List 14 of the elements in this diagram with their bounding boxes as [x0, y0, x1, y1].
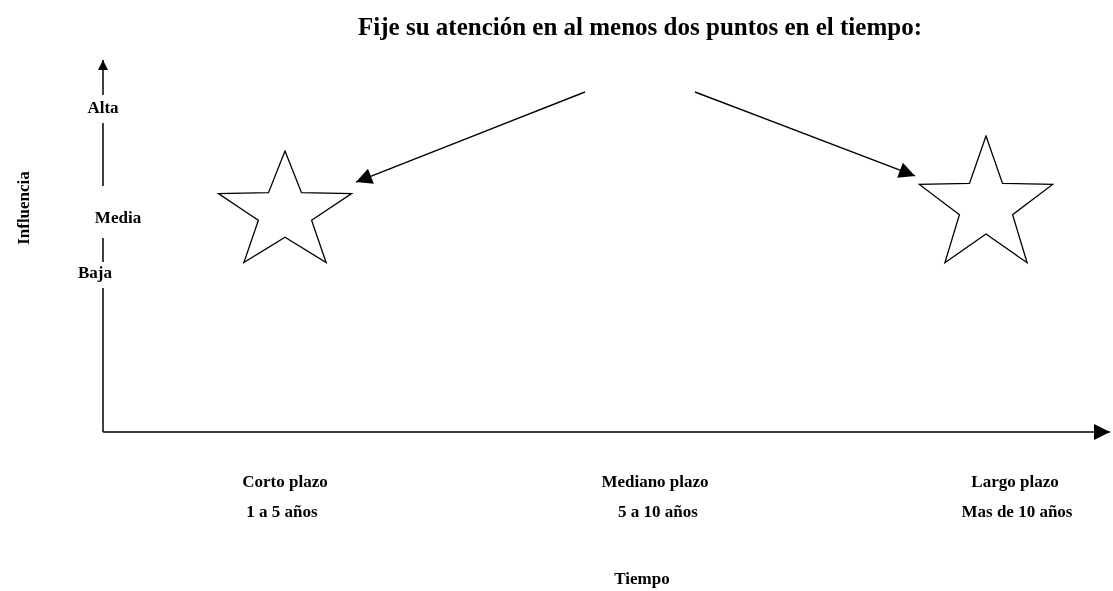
heading-text: Fije su atención en al menos dos puntos en el tiempo: — [350, 12, 930, 92]
period-label: Corto plazo — [242, 472, 328, 492]
axis-level-label: Alta — [87, 98, 119, 118]
arrow — [694, 91, 916, 178]
period-range: 1 a 5 años — [246, 502, 318, 522]
axis-title: Influencia — [14, 171, 34, 245]
axis-level-label: Media — [94, 208, 142, 228]
axis-title: Tiempo — [614, 569, 670, 589]
period-label: Largo plazo — [971, 472, 1059, 492]
period-range: 5 a 10 años — [618, 502, 698, 522]
arrow — [355, 91, 586, 184]
axis-level-label: Baja — [78, 263, 112, 283]
period-range: Mas de 10 años — [961, 502, 1073, 522]
period-label: Mediano plazo — [601, 472, 709, 492]
